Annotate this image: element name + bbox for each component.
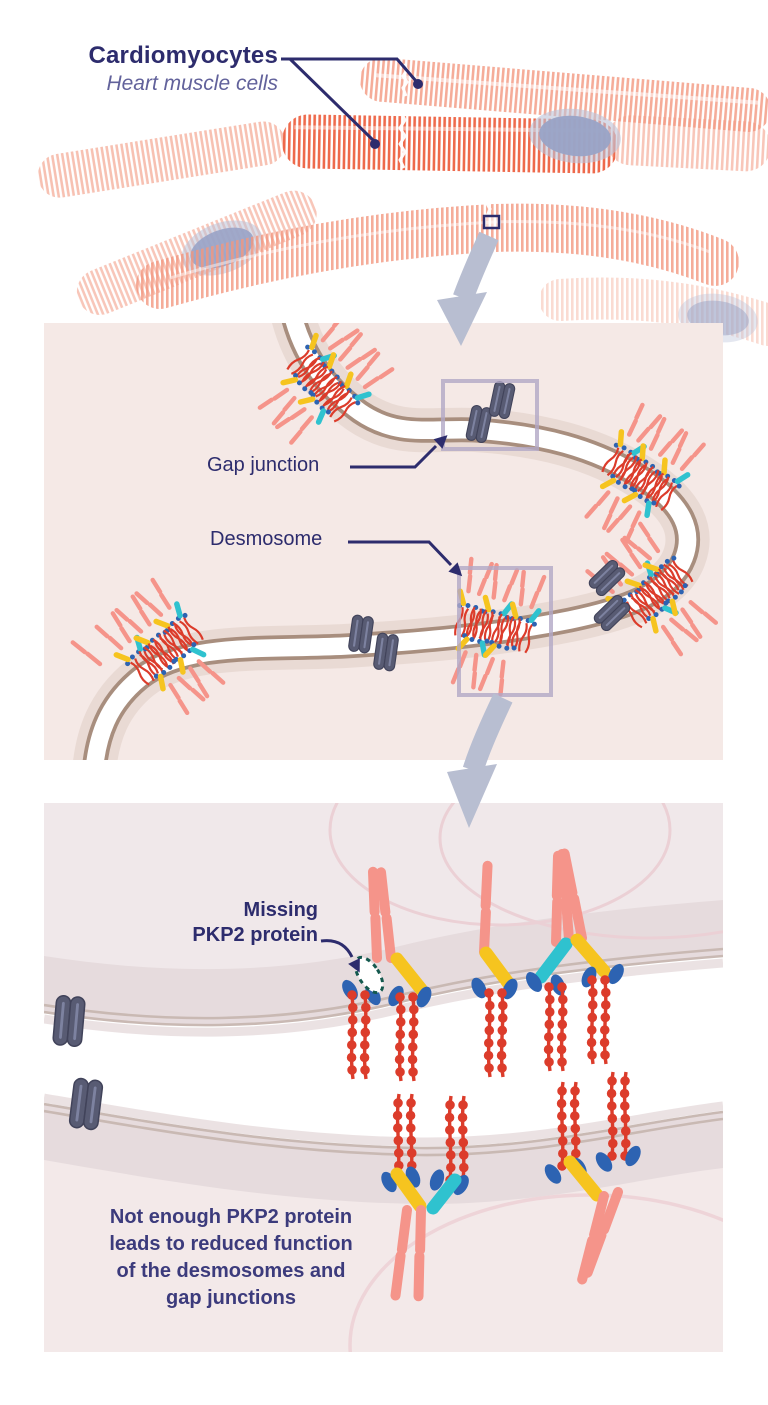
cardiomyocytes-leader-line <box>281 57 423 149</box>
muscle-fiber <box>606 115 768 172</box>
desmosome-units-upper <box>338 853 628 1081</box>
zoom-region-square <box>482 214 501 230</box>
stray-filament <box>70 640 103 667</box>
gap-junction <box>67 1076 105 1132</box>
intercalated-disc <box>398 111 407 169</box>
zoom-arrow <box>447 693 513 828</box>
desmosome-label: Desmosome <box>210 528 323 550</box>
desmosome-box <box>457 566 553 697</box>
missing-pkp2-leader-line <box>320 939 366 976</box>
gap-junction-box <box>441 379 539 451</box>
cardiomyocytes-subtitle: Heart muscle cells <box>106 72 278 95</box>
cardiomyocytes-title: Cardiomyocytes <box>88 42 278 69</box>
muscle-fiber-nucleus <box>529 108 621 164</box>
bottom-panel-content <box>44 803 723 1352</box>
lower-cell-interior <box>44 1160 723 1352</box>
gap-junction <box>51 993 87 1049</box>
gap-junction-label: Gap junction <box>207 454 320 476</box>
intercalated-disc <box>484 187 492 217</box>
gap-junction <box>372 631 400 673</box>
muscle-fiber <box>37 121 286 198</box>
muscle-fiber <box>359 57 768 132</box>
zoom-arrow <box>437 231 499 346</box>
missing-pkp2-label: Missing PKP2 protein <box>192 899 318 946</box>
gap-junction <box>347 613 375 655</box>
cardiomyocytes-illustration <box>37 57 768 346</box>
caption-text: Not enough PKP2 protein leads to reduced… <box>109 1206 353 1309</box>
gap-junction-leader-line <box>350 430 452 469</box>
faint-cell-outline <box>438 803 723 940</box>
desmosome-leader-line <box>348 540 467 581</box>
faint-cell-outline <box>328 803 672 927</box>
desmosome-units-lower <box>378 1072 644 1296</box>
middle-panel-content <box>70 308 727 772</box>
